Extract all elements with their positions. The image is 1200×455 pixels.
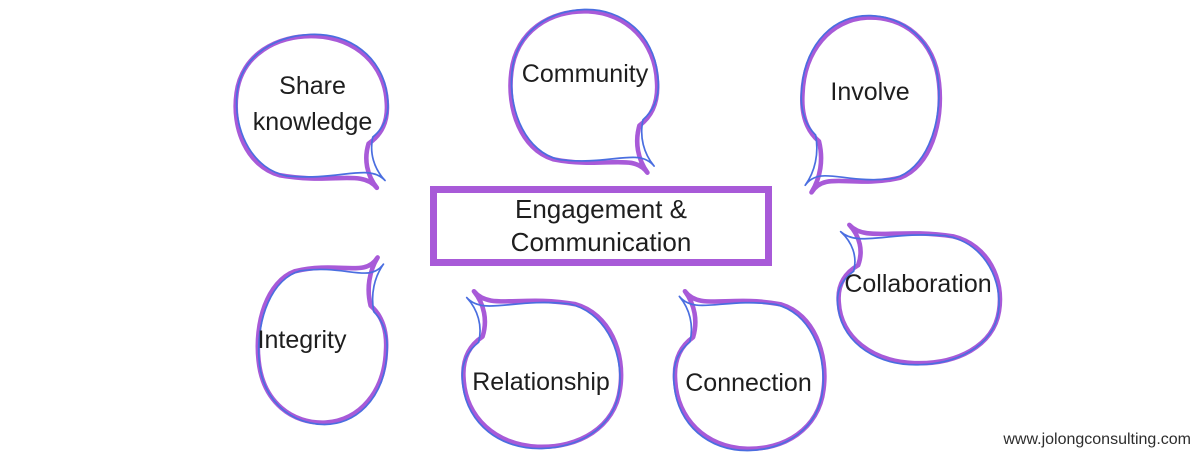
bubble-label: Connection (685, 368, 812, 397)
bubble-share-knowledge: Share knowledge (229, 27, 397, 194)
bubble-label: Collaboration (844, 269, 992, 298)
bubble-integrity: Integrity (253, 252, 394, 432)
bubble-label: Community (521, 59, 649, 88)
bubble-connection: Connection (667, 288, 830, 455)
bubble-community: Community (505, 2, 666, 178)
bubble-label: Involve (830, 77, 910, 106)
bubble-collaboration: Collaboration (828, 219, 1007, 372)
central-topic-title: Engagement & Communication (510, 193, 692, 257)
bubble-label: Integrity (257, 325, 347, 354)
website-watermark: www.jolongconsulting.com (1003, 431, 1191, 448)
bubble-involve: Involve (794, 8, 945, 198)
central-topic-box: Engagement & Communication (430, 186, 772, 266)
bubble-label: Relationship (472, 367, 610, 396)
bubble-relationship: Relationship (454, 286, 627, 455)
bubble-label: Share knowledge (252, 71, 373, 136)
